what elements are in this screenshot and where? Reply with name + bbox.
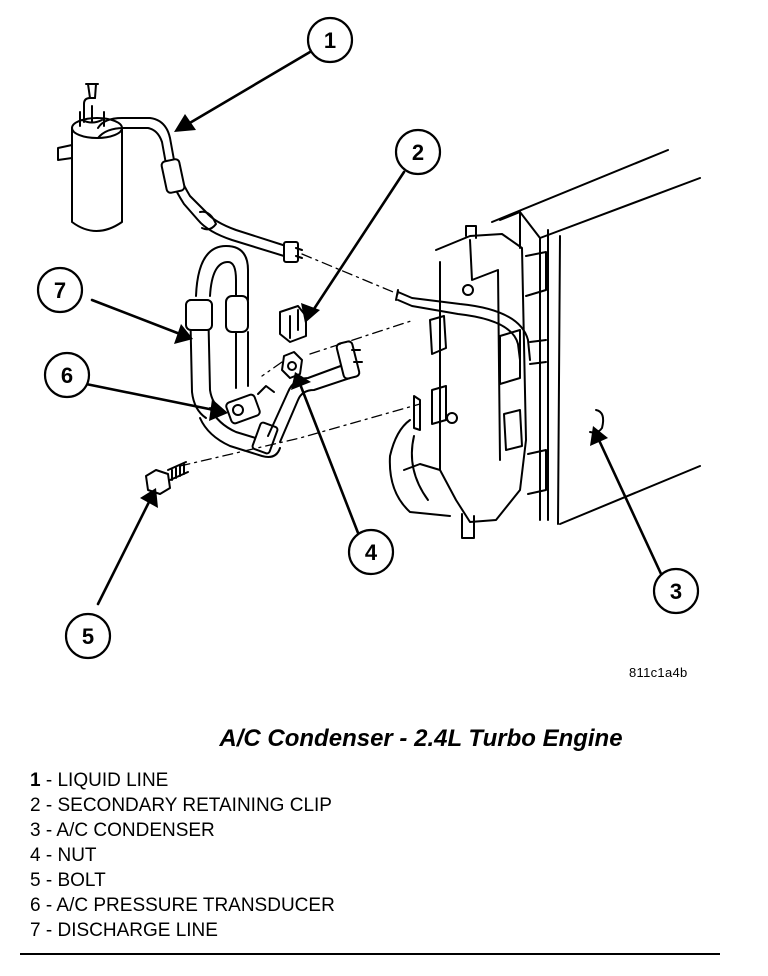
callout-number-2: 2 [412,140,424,165]
liquid-line-drawing [97,117,303,263]
legend-label: BOLT [57,870,106,891]
callout-number-4: 4 [365,540,378,565]
figure-title: A/C Condenser - 2.4L Turbo Engine [219,725,623,752]
legend-number: 7 [30,920,41,941]
callout-number-5: 5 [82,624,94,649]
retaining-clip-drawing [279,305,307,343]
bottom-divider [20,953,720,955]
callout-legend: 1 - LIQUID LINE 2 - SECONDARY RETAINING … [30,768,335,943]
figure-id: 811c1a4b [629,665,688,680]
legend-item: 3 - A/C CONDENSER [30,818,335,843]
bolt-drawing [145,461,189,495]
leader-arrowheads [140,114,608,508]
legend-label: DISCHARGE LINE [57,920,218,941]
legend-separator: - [40,920,58,941]
receiver-drier-drawing [57,83,123,232]
legend-label: SECONDARY RETAINING CLIP [57,795,332,816]
legend-separator: - [40,770,58,791]
callout-circle-7 [36,266,84,314]
legend-item: 6 - A/C PRESSURE TRANSDUCER [30,893,335,918]
legend-label: A/C PRESSURE TRANSDUCER [56,895,335,916]
discharge-line-drawing [185,245,363,458]
legend-item: 2 - SECONDARY RETAINING CLIP [30,793,335,818]
legend-number: 6 [30,895,41,916]
legend-number: 1 [30,770,41,791]
legend-item: 7 - DISCHARGE LINE [30,918,335,943]
callout-circle-2 [394,128,442,176]
ac-condenser-diagram: 1 2 7 6 4 5 3 [36,16,701,660]
legend-item: 1 - LIQUID LINE [30,768,335,793]
legend-separator: - [40,870,58,891]
legend-number: 5 [30,870,41,891]
callout-number-7: 7 [54,278,66,303]
legend-label: A/C CONDENSER [56,820,215,841]
legend-item: 5 - BOLT [30,868,335,893]
legend-number: 3 [30,820,41,841]
legend-number: 4 [30,845,41,866]
alignment-lines [179,253,421,467]
callout-circle-5 [64,612,112,660]
callout-circle-3 [652,567,700,615]
legend-label: LIQUID LINE [57,770,169,791]
legend-item: 4 - NUT [30,843,335,868]
callout-circle-4 [347,528,395,576]
callout-circles [36,16,700,660]
legend-separator: - [40,795,58,816]
legend-separator: - [40,845,58,866]
callout-number-3: 3 [670,579,682,604]
leader-arrows [84,50,664,606]
condenser-drawing [388,149,701,539]
legend-separator: - [40,820,57,841]
legend-label: NUT [57,845,97,866]
legend-number: 2 [30,795,41,816]
callout-circle-1 [306,16,354,64]
nut-drawing [281,351,303,379]
legend-separator: - [40,895,57,916]
callout-number-6: 6 [61,363,73,388]
callout-number-1: 1 [324,28,336,53]
callout-circle-6 [43,351,91,399]
